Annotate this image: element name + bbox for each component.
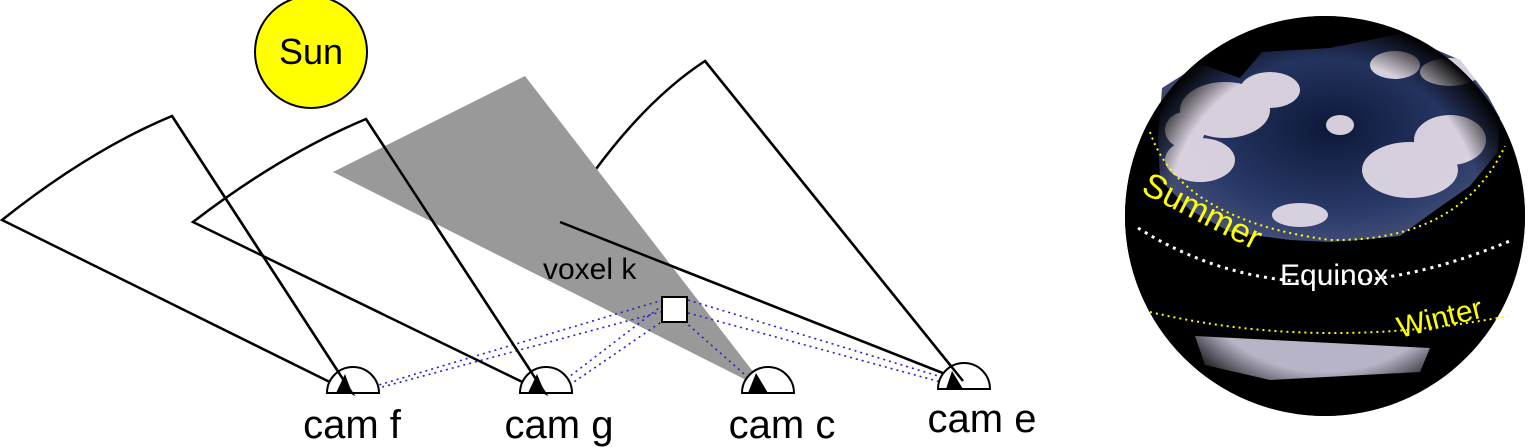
fov-line-g [364, 118, 547, 394]
shadow-wedge [333, 76, 768, 391]
summer-path [1149, 131, 1506, 242]
voxel-box [661, 296, 688, 323]
sun-label: Sun [279, 31, 343, 72]
camera-label-c: cam c [729, 403, 836, 447]
equinox-path [1137, 226, 1513, 284]
camera-wedge-e [946, 371, 963, 389]
fov-line-f [170, 115, 354, 394]
ray-cam-e-a [687, 299, 959, 383]
sun-circle [254, 0, 368, 109]
camera-label-g: cam g [505, 403, 614, 447]
camera-wedge-c [748, 373, 768, 393]
camera-rays [351, 299, 959, 394]
equinox-label: Equinox [1280, 259, 1388, 292]
voxel-label: voxel k [543, 253, 637, 286]
camera-dome-f [325, 366, 381, 394]
fov-line-e [704, 60, 964, 382]
fov-cam-e-edge [559, 220, 964, 383]
fov-cam-f [0, 114, 356, 397]
camera-dome-e [936, 362, 992, 390]
fisheye-vignette [1125, 16, 1525, 416]
camera-label-f: cam f [303, 403, 402, 447]
camera-label-e: cam e [928, 397, 1037, 441]
fisheye-image: Summer Equinox Winter [1125, 16, 1525, 416]
ray-cam-g-b [557, 315, 671, 394]
camera-dome-g [518, 366, 574, 394]
camera-domes [325, 362, 992, 394]
ray-cam-f-b [359, 309, 669, 394]
fov-cam-g [190, 117, 549, 397]
ray-cam-f-a [351, 299, 664, 394]
